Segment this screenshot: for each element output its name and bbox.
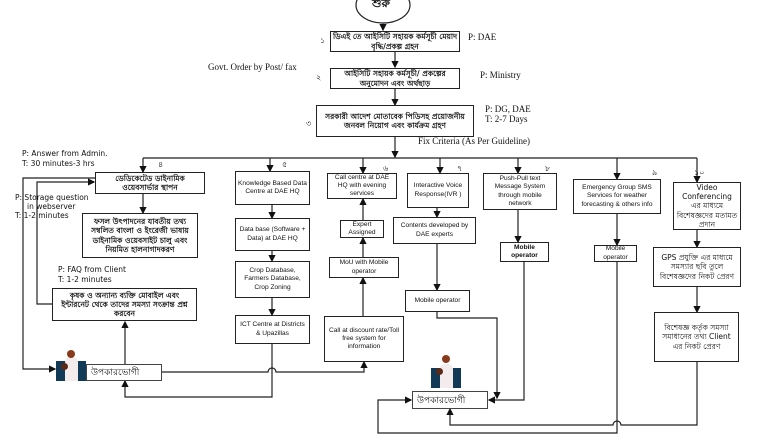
faq-note-p: P: FAQ from Client (58, 265, 126, 274)
knowledge-data-centre-box: Knowledge Based Data Centre at DAE HQ (235, 171, 310, 205)
fix-criteria-label: Fix Criteria (As Per Guideline) (418, 136, 530, 146)
crop-database-box: Crop Database, Farmers Database, Crop Zo… (235, 261, 310, 298)
branch-number-7: ৭ (457, 164, 463, 173)
govt-order-note: Govt. Order by Post/ fax (208, 62, 297, 72)
call-centre-box: Call centre at DAE HQ with evening servi… (327, 173, 397, 199)
branch-number-9: ৯ (652, 168, 658, 177)
push-pull-sms-box: Push-Pull text Message System through mo… (483, 173, 557, 210)
step-1-note: P: DAE (468, 32, 497, 42)
mou-box: MoU with Mobile operator (329, 257, 399, 278)
branch-number-6: ৬ (383, 164, 389, 173)
video-conferencing-box: Video Conferencing এর মাধ্যমে বিশেষজ্ঞদে… (673, 182, 741, 230)
expert-assigned-box: Expert Assigned (340, 220, 384, 238)
beneficiary-left-person-icon (56, 350, 86, 381)
answer-time-note: T: 30 minutes-3 hrs (22, 159, 95, 168)
beneficiary-right-person-icon (431, 355, 461, 388)
step-2-note: P: Ministry (480, 70, 521, 80)
mobile-operator-7-box: Mobile operator (405, 290, 470, 312)
mobile-operator-8-box: Mobile operator (500, 242, 549, 262)
step-3-note-p: P: DG, DAE (485, 104, 531, 114)
ivr-box: Interactive Voice Response(IVR ) (407, 173, 469, 208)
step-number-1: ১ (320, 36, 326, 45)
start-node-label: শুরু (372, 0, 390, 10)
dynamic-website-box: ফসল উৎপাদনের যাবতীয় তথ্য সম্বলিত বাংলা … (82, 213, 198, 258)
storage-note-p: P: Storage question (15, 193, 89, 202)
mobile-operator-9-box: Mobile operator (594, 245, 637, 262)
step-number-3: ৩ (306, 119, 312, 128)
beneficiary-left-box: উপকারভোগী (86, 364, 162, 381)
branch-number-5: ৫ (282, 160, 288, 169)
discount-call-box: Call at discount rate/Toll free system f… (324, 316, 404, 362)
storage-note-p2: in webserver (27, 202, 76, 211)
contents-developed-box: Contents developed by DAE experts (393, 217, 476, 244)
branch-number-4: ৪ (158, 160, 164, 169)
faq-note-t: T: 1-2 minutes (58, 275, 112, 284)
ict-centre-box: ICT Centre at Districts & Upazillas (235, 315, 310, 344)
emergency-sms-box: Emergency Group SMS Services for weather… (573, 179, 661, 214)
step-2-box: আইসিটি সহায়ক কর্মসূচী/ প্রকল্পের অনুমোদ… (330, 68, 460, 89)
step-1-box: ডিএই তে আইসিটি সহায়ক কর্মসূচী মেয়াদ বৃ… (330, 31, 460, 52)
storage-note-t: T: 1-2 minutes (15, 211, 69, 220)
database-box: Data base (Software + Data) at DAE HQ (235, 218, 310, 251)
farmers-question-box: কৃষক ও অন্যান্য ব্যক্তি মোবাইল এবং ইন্টা… (52, 288, 197, 321)
step-3-note-t: T: 2-7 Days (485, 114, 528, 124)
branch-number-10: ১০ (694, 168, 705, 177)
answer-admin-note: P: Answer from Admin. (22, 149, 108, 158)
gps-photo-box: GPS প্রযুক্তি এর মাধ্যমে সমস্যার ছবি তুল… (653, 247, 741, 287)
branch-number-8: ৮ (545, 164, 551, 173)
step-number-2: ২ (316, 73, 322, 82)
dynamic-webserver-box: ডেডিকেটেড ডাইনামিক ওয়েবসার্ভার স্থাপন (95, 172, 205, 194)
beneficiary-right-box: উপকারভোগী (412, 391, 488, 409)
step-3-box: সরকারী আদেশ মোতাবেক পিডিসহ প্রয়োজনীয় জ… (316, 105, 474, 137)
expert-solution-box: বিশেষজ্ঞ কর্তৃক সমস্যা সমাধানের তথ্য Cli… (654, 312, 739, 362)
